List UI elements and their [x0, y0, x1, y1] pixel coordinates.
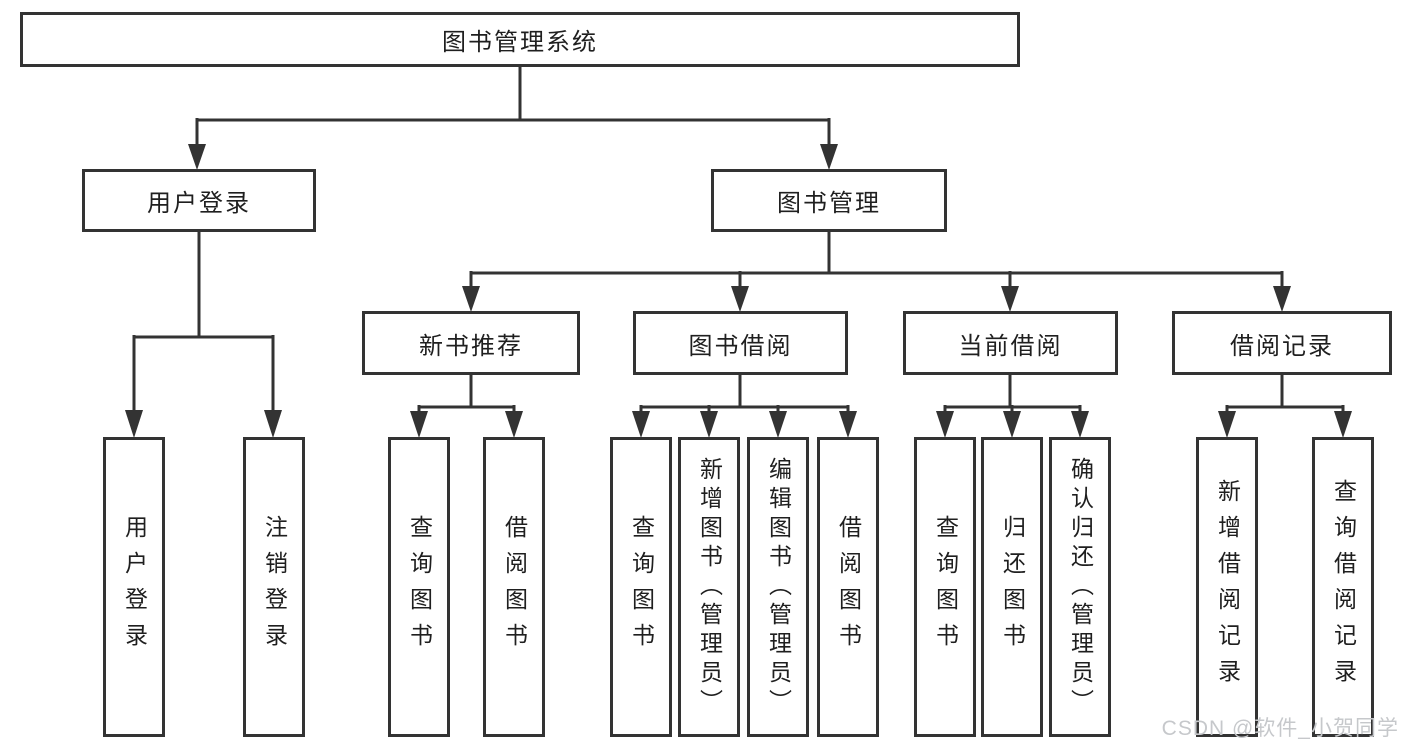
node-user-login-leaf: 用户登录 — [103, 437, 165, 737]
node-user-login-label: 用户登录 — [147, 190, 251, 217]
node-edit-books-admin: 编辑图书（管理员） — [747, 437, 809, 737]
node-borrow-books-borrowing: 借阅图书 — [817, 437, 879, 737]
node-borrowing-records: 借阅记录 — [1172, 311, 1392, 375]
node-query-books-recommend: 查询图书 — [388, 437, 450, 737]
node-book-borrowing: 图书借阅 — [633, 311, 848, 375]
node-query-books-borrowing-label: 查询图书 — [628, 515, 655, 659]
node-root: 图书管理系统 — [20, 12, 1020, 67]
node-book-management-label: 图书管理 — [777, 190, 881, 217]
node-add-borrow-record-label: 新增借阅记录 — [1214, 479, 1241, 695]
node-logout-label: 注销登录 — [261, 515, 288, 659]
node-query-books-current-label: 查询图书 — [932, 515, 959, 659]
node-return-books-label: 归还图书 — [999, 515, 1026, 659]
node-borrowing-records-label: 借阅记录 — [1230, 332, 1334, 360]
node-borrow-books-recommend-label: 借阅图书 — [501, 515, 528, 659]
node-borrow-books-recommend: 借阅图书 — [483, 437, 545, 737]
node-book-management: 图书管理 — [711, 169, 947, 232]
node-user-login-leaf-label: 用户登录 — [121, 515, 148, 659]
node-confirm-return-admin: 确认归还（管理员） — [1049, 437, 1111, 737]
node-query-borrow-record: 查询借阅记录 — [1312, 437, 1374, 737]
node-new-book-recommend: 新书推荐 — [362, 311, 580, 375]
node-new-book-recommend-label: 新书推荐 — [419, 332, 523, 360]
node-query-books-borrowing: 查询图书 — [610, 437, 672, 737]
node-query-books-current: 查询图书 — [914, 437, 976, 737]
node-return-books: 归还图书 — [981, 437, 1043, 737]
node-logout: 注销登录 — [243, 437, 305, 737]
node-book-borrowing-label: 图书借阅 — [688, 332, 793, 360]
node-current-borrowing: 当前借阅 — [903, 311, 1118, 375]
node-add-borrow-record: 新增借阅记录 — [1196, 437, 1258, 737]
node-current-borrowing-label: 当前借阅 — [958, 332, 1063, 360]
node-query-books-recommend-label: 查询图书 — [406, 515, 433, 659]
node-confirm-return-admin-label: 确认归还（管理员） — [1067, 456, 1094, 718]
node-add-books-admin: 新增图书（管理员） — [678, 437, 740, 737]
node-user-login: 用户登录 — [82, 169, 316, 232]
node-edit-books-admin-label: 编辑图书（管理员） — [765, 456, 792, 718]
node-root-label: 图书管理系统 — [442, 29, 598, 56]
watermark: CSDN @软件_小贺同学 — [1161, 717, 1399, 740]
node-add-books-admin-label: 新增图书（管理员） — [696, 456, 723, 718]
node-borrow-books-borrowing-label: 借阅图书 — [835, 515, 862, 659]
node-query-borrow-record-label: 查询借阅记录 — [1330, 479, 1357, 695]
